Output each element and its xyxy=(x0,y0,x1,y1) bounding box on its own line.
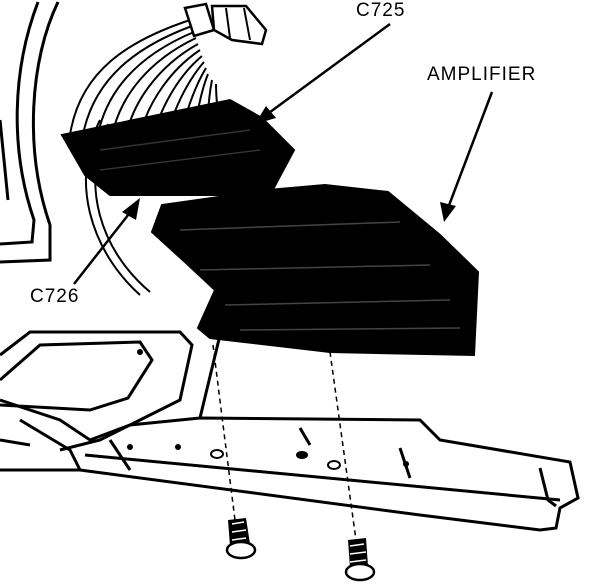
screw-right xyxy=(344,538,376,582)
bracket-studs xyxy=(210,449,341,470)
label-c725: C725 xyxy=(356,0,406,21)
label-c726: C726 xyxy=(30,286,80,307)
leader-arrow-c725 xyxy=(255,22,391,124)
leader-arrow-amplifier xyxy=(440,91,494,222)
c725-connector xyxy=(60,98,296,196)
screw-left xyxy=(225,518,257,560)
harness-clamp xyxy=(183,2,268,46)
leader-arrow-c726 xyxy=(73,198,140,285)
amplifier-module xyxy=(150,183,480,357)
alignment-lines xyxy=(212,344,357,541)
body-panel xyxy=(0,1,60,264)
bracket-holes xyxy=(127,349,409,467)
wiring-harness xyxy=(69,19,223,157)
mounting-bracket xyxy=(0,330,580,532)
label-amplifier: AMPLIFIER xyxy=(427,64,537,85)
